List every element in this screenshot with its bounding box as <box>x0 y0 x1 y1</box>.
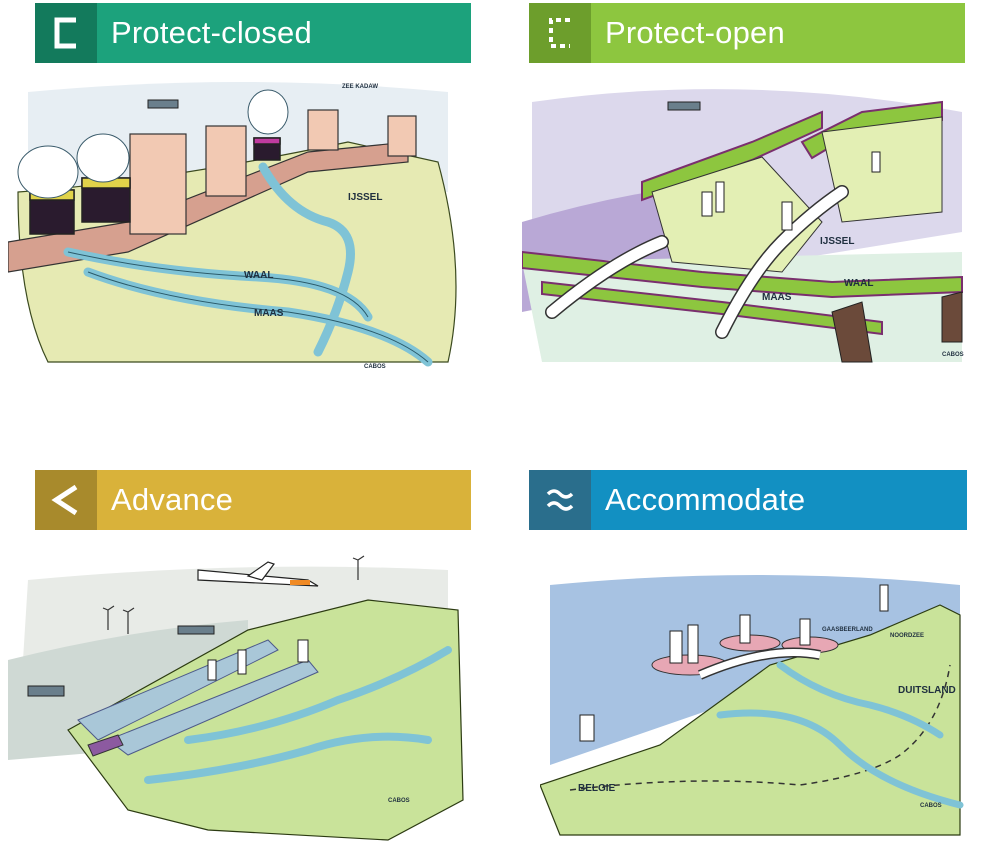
panel-title: Advance <box>111 482 234 517</box>
bracket-closed-icon <box>35 3 97 63</box>
illustration-protect-open: IJSSEL WAAL MAAS CABOS <box>522 72 982 372</box>
signature: CABOS <box>942 352 964 358</box>
signature: CABOS <box>920 803 942 809</box>
header-advance: Advance <box>35 470 471 530</box>
header-protect-open: Protect-open <box>529 3 965 63</box>
label-waal: WAAL <box>844 278 873 289</box>
bracket-open-icon <box>529 3 591 63</box>
label-ijssel: IJSSEL <box>348 192 382 203</box>
signature: CABOS <box>364 364 386 370</box>
label-ijssel: IJSSEL <box>820 236 854 247</box>
label-noordzee: NOORDZEE <box>890 633 924 639</box>
panel-title: Accommodate <box>605 482 806 517</box>
panel-title: Protect-open <box>605 15 785 50</box>
label-maas: MAAS <box>254 308 284 319</box>
illustration-accommodate: DUITSLAND BELGIE GAASBEERLAND NOORDZEE C… <box>540 545 980 845</box>
label-zee-kadaw: ZEE KADAW <box>342 84 378 90</box>
panel-title: Protect-closed <box>111 15 312 50</box>
waves-icon <box>529 470 591 530</box>
signature: CABOS <box>388 798 410 804</box>
illustration-advance: CABOS <box>8 540 476 845</box>
header-protect-closed: Protect-closed <box>35 3 471 63</box>
header-accommodate: Accommodate <box>529 470 967 530</box>
chevron-left-icon <box>35 470 97 530</box>
label-maas: MAAS <box>762 292 792 303</box>
label-waal: WAAL <box>244 270 273 281</box>
label-belgie: BELGIE <box>578 783 616 794</box>
illustration-protect-closed: IJSSEL WAAL MAAS ZEE KADAW CABOS <box>8 72 476 372</box>
label-duitsland: DUITSLAND <box>898 685 956 696</box>
label-gaasbeerland: GAASBEERLAND <box>822 627 873 633</box>
